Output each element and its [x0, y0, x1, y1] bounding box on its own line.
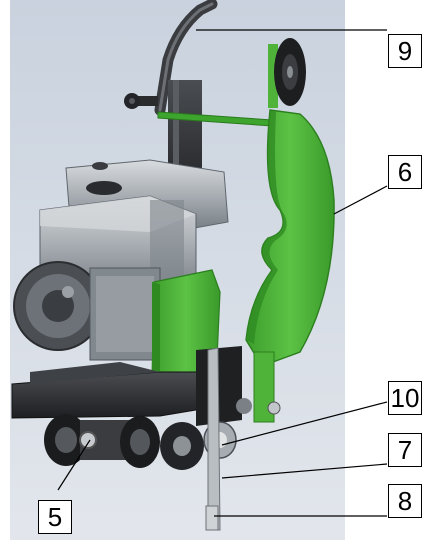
callout-6: 6: [388, 155, 422, 189]
callout-9: 9: [388, 34, 422, 68]
callout-label: 8: [397, 485, 413, 516]
callout-label: 10: [390, 382, 420, 413]
leader-lines: [57, 29, 388, 517]
recoil-starter: [13, 261, 103, 351]
transport-wheels: [44, 414, 204, 470]
blade-cutting-edge: [205, 505, 219, 531]
blade-guard: [245, 109, 335, 367]
callout-label: 7: [397, 434, 413, 465]
callout-label: 5: [47, 501, 63, 532]
saw-blade: [207, 347, 221, 531]
guide-wheel: [268, 38, 306, 108]
leader-10: [221, 401, 388, 446]
callout-label: 9: [397, 35, 413, 66]
leader-7: [221, 463, 388, 479]
callout-7: 7: [388, 433, 422, 467]
guard-mount-bracket: [236, 351, 281, 423]
callout-label: 6: [397, 156, 413, 187]
adjustment-knob: [124, 93, 158, 109]
callout-8: 8: [388, 484, 422, 518]
leader-6: [333, 185, 388, 215]
handle-bar: [154, 0, 218, 116]
callout-5: 5: [38, 500, 72, 534]
callout-10: 10: [388, 381, 422, 415]
leader-5: [57, 439, 91, 491]
